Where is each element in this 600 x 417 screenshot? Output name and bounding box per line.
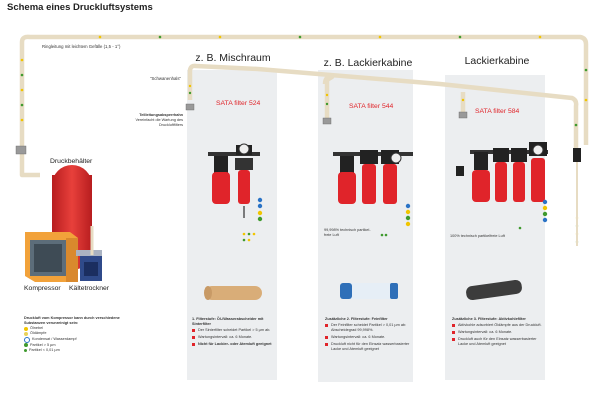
legend-label: Kondensat / Wasserdampf (32, 336, 77, 341)
stage2-description: Zusätzliche 2. Filterstufe: Feinfilter D… (325, 317, 411, 354)
legend-item-particle-small: Partikel < 0,01 µm (24, 348, 134, 353)
stage3-description: Zusätzliche 3. Filterstufe: Aktivkohlefi… (452, 317, 542, 348)
branch-paint1 (322, 74, 335, 120)
stage2-bullet: Der Feinfilter scheidet Partikel > 0,01 … (325, 323, 411, 333)
filter-unit-524 (208, 143, 260, 218)
contamination-legend: Druckluft vom Kompressor kann durch vers… (24, 316, 134, 353)
purity-544: 99,998% technisch partikel- freie Luft (324, 228, 371, 238)
oil-mist-dot-icon (24, 326, 28, 331)
sinter-filter-cartridge (204, 286, 262, 300)
panel-mixing-room (187, 70, 277, 380)
legend-item-oil-vapor: Öldämpfe (24, 331, 134, 336)
ball-valve-note: Teilleitungsabsperrhahn Vereinfacht die … (111, 113, 183, 128)
compressor-label: Kompressor (24, 285, 61, 292)
legend-item-particle-large: Partikel > 5 µm (24, 343, 134, 348)
condensate-dot-icon (24, 336, 30, 343)
legend-label: Partikel > 5 µm (30, 342, 56, 347)
ball-valve-mixing (185, 103, 195, 111)
filter-unit-544 (333, 150, 413, 204)
drain-unit-right (573, 148, 581, 162)
panel-paint-booth-1 (318, 70, 413, 382)
filter-name-524: SATA filter 524 (216, 100, 261, 107)
stage3-bullet: Druckluft auch für den Einsatz wasserbas… (452, 337, 542, 347)
legend-label: Partikel < 0,01 µm (29, 347, 60, 352)
stage3-bullet: Wartungsintervall: ca. 6 Monate. (452, 330, 542, 335)
fine-filter-cartridge (340, 283, 398, 299)
compressor-unit (25, 232, 78, 282)
dryer-label: Kältetrockner (69, 285, 110, 292)
stage1-bullet: Wartungsintervall: ca. 6 Monate. (192, 335, 274, 340)
tank-label: Druckbehälter (50, 158, 93, 165)
room-title-paint1: z. B. Lackierkabine (323, 57, 413, 69)
particle-small-dot-icon (24, 348, 27, 352)
filter-name-584: SATA filter 584 (475, 108, 520, 115)
legend-label: Ölnebel (30, 326, 44, 331)
tank-valve (15, 145, 27, 155)
legend-item-condensate: Kondensat / Wasserdampf (24, 336, 134, 343)
stage2-title: Zusätzliche 2. Filterstufe: Feinfilter (325, 317, 388, 321)
room-title-paint2: Lackierkabine (464, 55, 530, 67)
ball-valve-paint2 (458, 111, 468, 119)
ring-pipe-inner (187, 63, 579, 150)
tank-pipe (19, 148, 40, 178)
filter-name-544: SATA filter 544 (349, 103, 394, 110)
stage1-description: 1. Filterstufe: Öl-/Wasserabscheider mit… (192, 317, 274, 348)
legend-item-oil-mist: Ölnebel (24, 326, 134, 331)
page-title: Schema eines Druckluftsystems (7, 2, 153, 13)
oil-vapor-dot-icon (24, 331, 28, 336)
room-title-mixing: z. B. Mischraum (195, 52, 271, 64)
swan-neck-label: "Schwanenhals" (150, 76, 181, 81)
ring-pipe-main (19, 34, 589, 148)
stage3-title: Zusätzliche 3. Filterstufe: Aktivkohlefi… (452, 317, 526, 321)
ball-valve-title: Teilleitungsabsperrhahn (139, 113, 183, 117)
legend-label: Öldämpfe (30, 331, 47, 336)
refrigeration-dryer (76, 250, 102, 281)
stage3-bullet: Aktivkohle adsorbiert Öldämpfe aus der D… (452, 323, 542, 328)
ball-valve-paint1 (322, 117, 332, 125)
legend-intro: Druckluft vom Kompressor kann durch vers… (24, 316, 120, 326)
stage1-bullet: Nicht für Lackier- oder Atemluft geeigne… (192, 342, 274, 347)
panel-paint-booth-2 (445, 75, 545, 380)
stage1-title: 1. Filterstufe: Öl-/Wasserabscheider mit… (192, 317, 264, 327)
stage1-bullet: Der Sinterfilter scheidet Partikel > 5 µ… (192, 328, 274, 333)
stage2-bullet: Wartungsintervall: ca. 6 Monate. (325, 335, 411, 340)
stage2-bullet: Druckluft nicht für den Einsatz wasserba… (325, 342, 411, 352)
activated-carbon-cartridge (466, 279, 522, 301)
ball-valve-text: Vereinfacht die Wartung des Druckluftfil… (135, 118, 183, 128)
purity-584: 100% technisch partikelfreie Luft (450, 234, 505, 238)
filter-unit-584 (456, 142, 548, 202)
particle-large-dot-icon (24, 343, 28, 348)
ring-pipe-label: Ringleitung mit leichtem Gefälle (1,5 - … (42, 44, 121, 49)
